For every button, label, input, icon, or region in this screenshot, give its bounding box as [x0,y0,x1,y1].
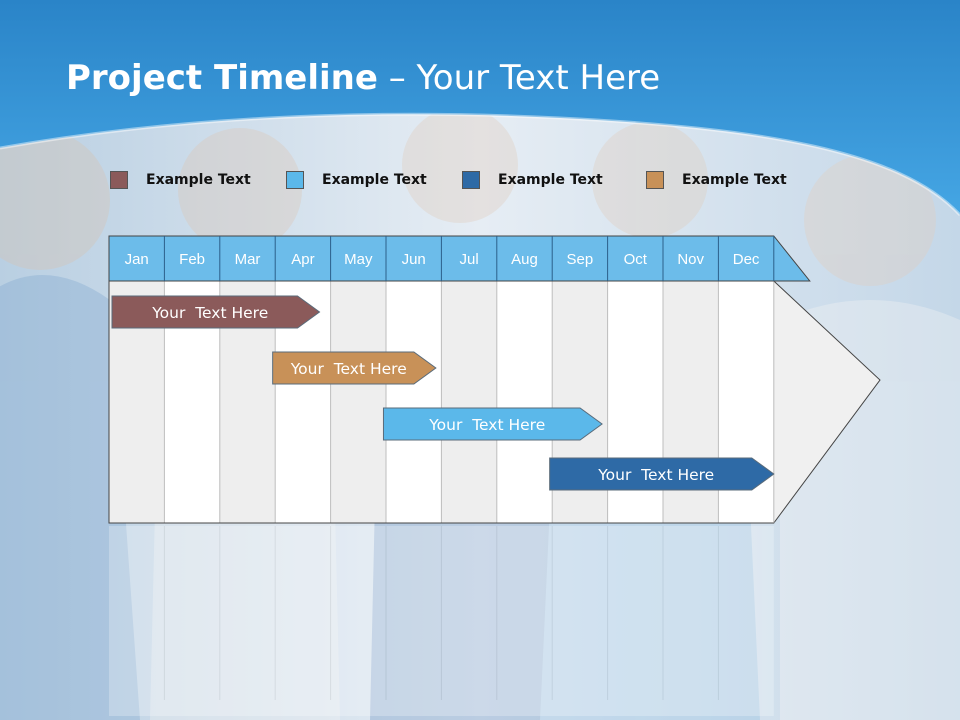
chart-reflection [109,526,774,716]
legend-label-2: Example Text [322,172,427,188]
month-label-jun: Jun [402,251,426,268]
legend-item-4: Example Text [646,170,787,190]
month-label-feb: Feb [179,251,205,268]
legend-item-3: Example Text [462,170,603,190]
month-column [496,281,553,523]
legend-label-4: Example Text [682,172,787,188]
page-title: Project Timeline – Your Text Here [66,58,660,98]
legend-item-2: Example Text [286,170,427,190]
title-bold: Project Timeline [66,58,378,98]
task-bar-3 [382,407,603,441]
legend-swatch-4 [646,171,664,189]
legend-item-1: Example Text [110,170,251,190]
month-label-aug: Aug [511,251,538,268]
month-label-jan: Jan [125,251,149,268]
month-column [386,281,442,523]
legend-label-1: Example Text [146,172,251,188]
title-rest: – Your Text Here [377,58,661,98]
task-label-1: Your Text Here [151,304,268,322]
month-label-jul: Jul [460,251,479,268]
task-label-4: Your Text Here [597,466,714,484]
month-label-apr: Apr [291,251,314,268]
month-label-oct: Oct [624,251,648,268]
month-label-dec: Dec [733,251,760,268]
task-bar-2 [272,351,437,385]
month-column [441,281,497,523]
people-photo-backdrop [0,107,960,720]
month-column [330,281,386,523]
legend-swatch-3 [462,171,480,189]
task-bar-4 [549,457,775,491]
month-label-mar: Mar [235,251,261,268]
legend-swatch-2 [286,171,304,189]
reflection-body [109,526,774,716]
month-label-nov: Nov [677,251,704,268]
month-label-may: May [344,251,373,268]
legend-swatch-1 [110,171,128,189]
task-label-3: Your Text Here [428,416,545,434]
task-label-2: Your Text Here [290,360,407,378]
month-label-sep: Sep [567,251,594,268]
task-bar-1 [111,295,321,329]
legend-label-3: Example Text [498,172,603,188]
